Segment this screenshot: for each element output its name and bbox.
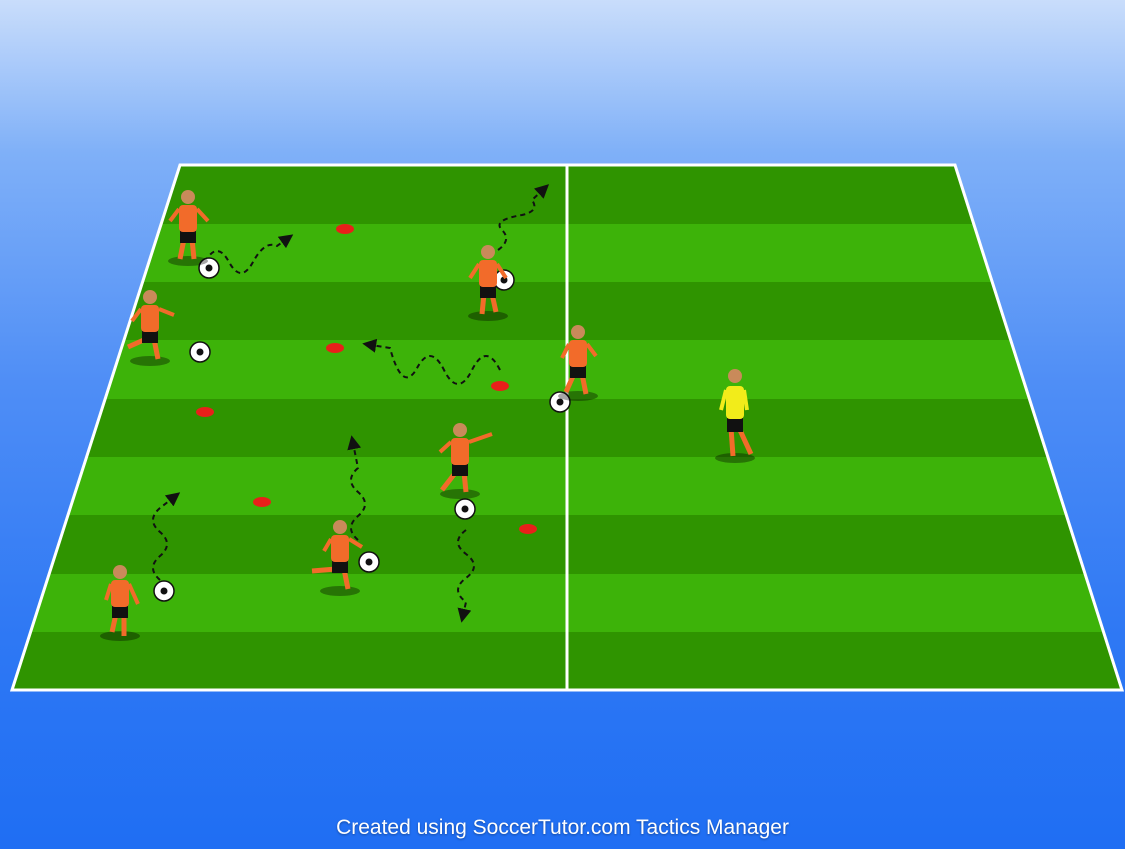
- cone: [196, 407, 214, 417]
- cone: [253, 497, 271, 507]
- cone: [491, 381, 509, 391]
- grass-stripes: [0, 165, 1125, 690]
- ball: [359, 552, 379, 572]
- ball: [154, 581, 174, 601]
- footer-credit: Created using SoccerTutor.com Tactics Ma…: [0, 813, 1125, 843]
- cone: [336, 224, 354, 234]
- cone: [519, 524, 537, 534]
- cone: [326, 343, 344, 353]
- ball: [190, 342, 210, 362]
- ball: [455, 499, 475, 519]
